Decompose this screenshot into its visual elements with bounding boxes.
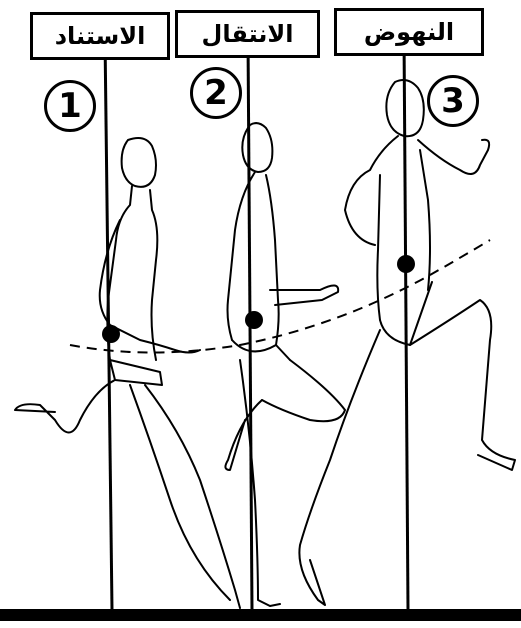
phase-label-3: النهوض — [334, 8, 484, 56]
phase-number-3: 3 — [427, 75, 479, 127]
runner-figure-1 — [15, 138, 240, 608]
phase-label-1: الاستناد — [30, 12, 170, 60]
center-of-mass-dot-1 — [102, 325, 120, 343]
phase-number-1: 1 — [44, 80, 96, 132]
runner-figure-2 — [225, 123, 345, 606]
phase-label-2: الانتقال — [175, 10, 320, 58]
center-of-mass-dot-3 — [397, 255, 415, 273]
vertical-line-3 — [404, 36, 408, 610]
vertical-line-1 — [105, 38, 112, 610]
ground-line — [0, 609, 521, 621]
phase-number-2: 2 — [190, 67, 242, 119]
center-of-mass-dot-2 — [245, 311, 263, 329]
